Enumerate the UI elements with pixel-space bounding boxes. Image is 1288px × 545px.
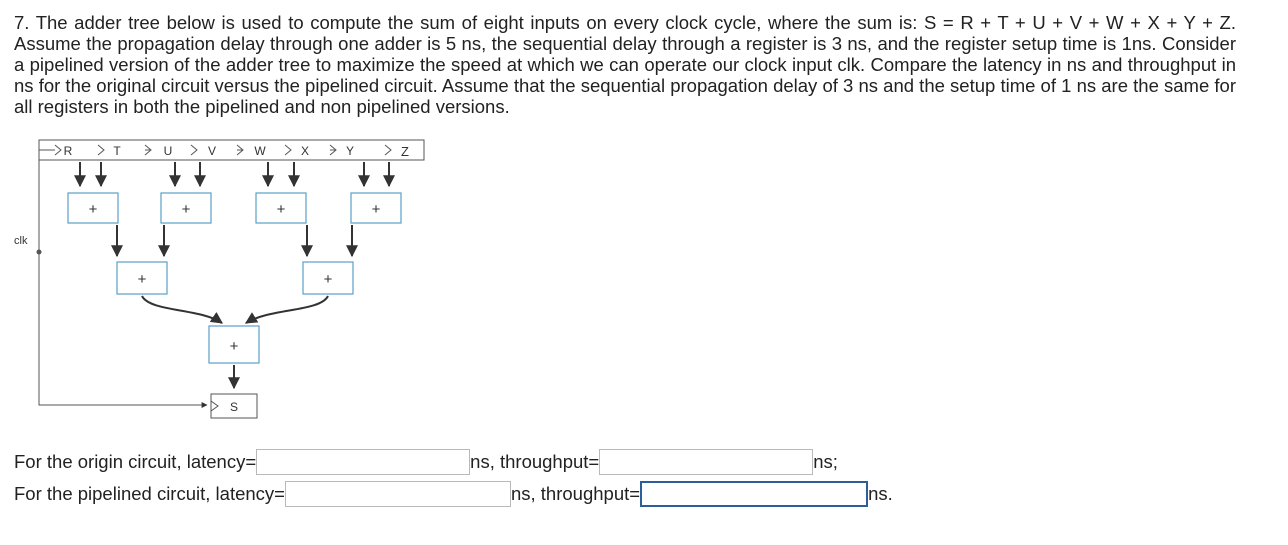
register-to-adder-arrows bbox=[74, 162, 395, 188]
pipelined-latency-label: For the pipelined circuit, latency= bbox=[14, 483, 285, 504]
original-latency-label: For the origin circuit, latency= bbox=[14, 451, 257, 472]
original-latency-input[interactable] bbox=[256, 449, 471, 475]
register-label-v: V bbox=[208, 144, 216, 158]
adder-level-2: + + bbox=[116, 261, 354, 295]
pipelined-end-label: ns. bbox=[868, 483, 893, 504]
adder-box bbox=[302, 261, 354, 295]
level1-to-level2-arrows bbox=[111, 225, 358, 258]
register-label-y: Y bbox=[346, 144, 354, 158]
register-label-r: R bbox=[64, 144, 73, 158]
adder-symbol: + bbox=[277, 201, 286, 218]
adder-box bbox=[350, 192, 402, 224]
adder-symbol: + bbox=[138, 271, 147, 288]
question-text: 7. The adder tree below is used to compu… bbox=[14, 12, 1236, 117]
adder-level-1: + + + + bbox=[67, 192, 402, 224]
register-labels: R T U V W X Y Z bbox=[64, 144, 409, 159]
clock-label: clk bbox=[14, 235, 28, 247]
adder-box bbox=[255, 192, 307, 224]
adder-tree-diagram: R T U V W X Y Z + + + + bbox=[0, 132, 440, 429]
clock-line: clk bbox=[14, 150, 208, 408]
register-clock-triangles bbox=[54, 144, 392, 156]
answer-row-original: For the origin circuit, latency= ns, thr… bbox=[14, 449, 838, 475]
adder-box bbox=[160, 192, 212, 224]
register-label-u: U bbox=[164, 144, 173, 158]
adder-box bbox=[116, 261, 168, 295]
adder-symbol: + bbox=[182, 201, 191, 218]
register-label-x: X bbox=[301, 144, 309, 158]
output-register-label: S bbox=[230, 400, 238, 414]
adder-box bbox=[67, 192, 119, 224]
register-label-w: W bbox=[254, 144, 266, 158]
input-register-bar bbox=[38, 139, 425, 161]
adder-level-3: + bbox=[208, 325, 260, 364]
register-label-z: Z bbox=[401, 144, 409, 159]
level2-to-level3-arrows bbox=[141, 295, 329, 324]
adder-symbol: + bbox=[372, 201, 381, 218]
original-end-label: ns; bbox=[813, 451, 838, 472]
pipelined-latency-input[interactable] bbox=[284, 481, 511, 507]
adder-box bbox=[208, 325, 260, 364]
answer-row-pipelined: For the pipelined circuit, latency= ns, … bbox=[14, 481, 893, 507]
adder-symbol: + bbox=[324, 271, 333, 288]
pipelined-throughput-input[interactable] bbox=[640, 481, 869, 507]
output-register: S bbox=[210, 393, 258, 419]
original-throughput-label: ns, throughput= bbox=[470, 451, 600, 472]
adder-symbol: + bbox=[230, 338, 239, 355]
adder-symbol: + bbox=[89, 201, 98, 218]
original-throughput-input[interactable] bbox=[599, 449, 814, 475]
pipelined-throughput-label: ns, throughput= bbox=[510, 483, 641, 504]
register-label-t: T bbox=[113, 144, 121, 158]
